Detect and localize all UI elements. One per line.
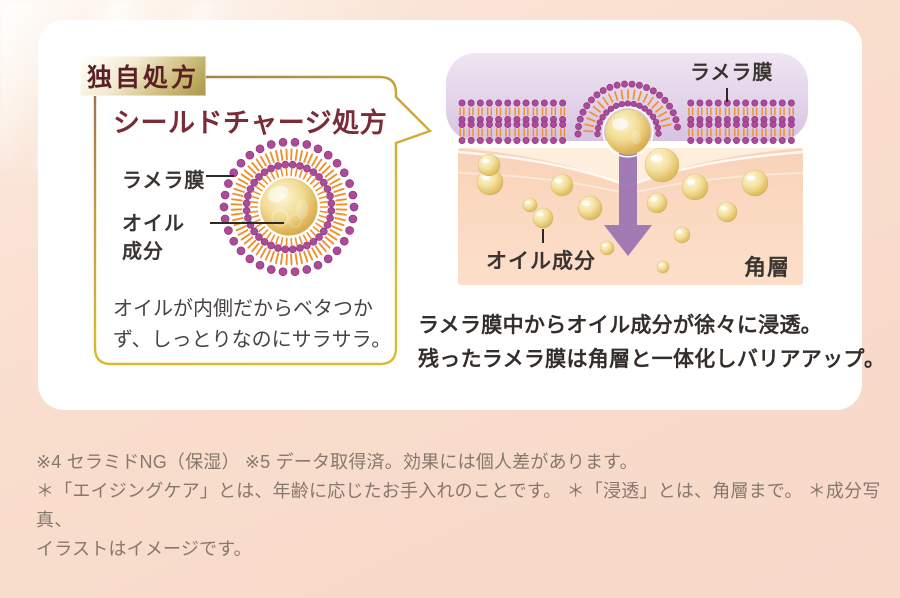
label-stratum-corneum: 角層 — [744, 255, 791, 280]
label-oil-line2: 成分 — [122, 241, 164, 263]
pointer-line-oil-left — [210, 222, 284, 224]
label-lamella-right: ラメラ膜 — [690, 62, 774, 84]
footnote-line3: イラストはイメージです。 — [36, 539, 252, 559]
footnotes: ※4 セラミドNG（保湿） ※5 データ取得済。効果には個人差があります。 ＊「… — [36, 448, 900, 564]
label-oil-right: オイル成分 — [486, 250, 596, 273]
label-oil-left: オイル 成分 — [122, 210, 185, 266]
right-caption-line1: ラメラ膜中からオイル成分が徐々に浸透。 — [418, 314, 823, 337]
micelle-diagram — [219, 137, 359, 277]
right-caption-line2: 残ったラメラ膜は角層と一体化しバリアアップ。 — [418, 348, 886, 371]
left-description-line1: オイルが内側だからベタつか — [113, 298, 373, 320]
pointer-line-lamella-left — [206, 175, 234, 177]
footnote-line2: ＊「エイジングケア」とは、年齢に応じたお手入れのことです。 ＊「浸透」とは、角層… — [36, 481, 881, 530]
content-card: 独自処方 シールドチャージ処方 ラメラ膜 オイル 成分 オイルが内側だからベタつ… — [38, 20, 885, 410]
skin-cross-section-diagram — [446, 53, 808, 285]
left-panel-title: シールドチャージ処方 — [113, 108, 388, 138]
label-lamella-left: ラメラ膜 — [122, 170, 206, 192]
left-description-line2: ず、しっとりなのにサラサラ。 — [113, 329, 392, 351]
formula-badge: 独自処方 — [80, 56, 206, 96]
footnote-line1: ※4 セラミドNG（保湿） ※5 データ取得済。効果には個人差があります。 — [36, 452, 638, 472]
label-oil-line1: オイル — [122, 213, 185, 235]
